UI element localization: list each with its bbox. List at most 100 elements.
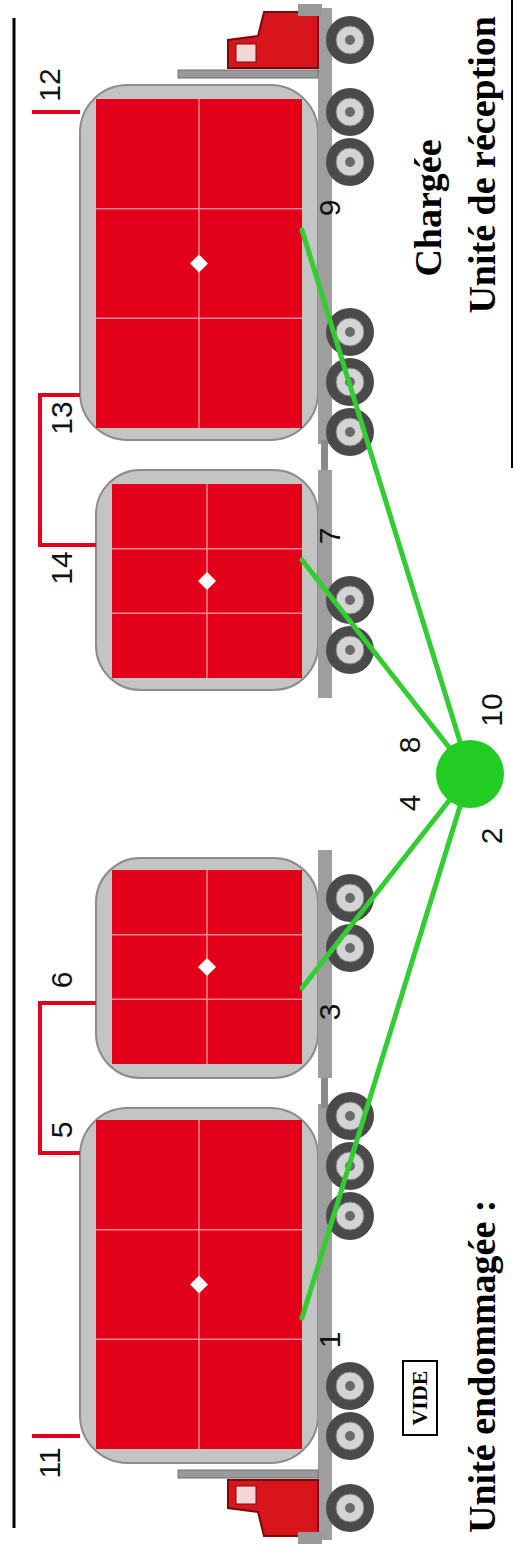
unit-label: Unité de réception	[463, 16, 501, 314]
label-text: Unité de réception	[463, 16, 501, 314]
exhaust-stack	[178, 70, 318, 78]
exhaust-stack	[178, 1470, 318, 1478]
cab-window	[236, 44, 256, 62]
wheel-center	[345, 327, 355, 337]
valve-line	[40, 395, 96, 545]
hose-line	[302, 774, 470, 988]
label-text: 13	[47, 401, 77, 434]
wheel-hub	[336, 98, 364, 126]
base-line	[511, 0, 513, 468]
callout-number: 14	[47, 551, 77, 584]
cab-window	[236, 1486, 256, 1504]
callout-number: 8	[395, 737, 425, 754]
tank-divider	[112, 934, 302, 936]
hitch	[321, 440, 328, 472]
receiving-unit	[32, 4, 374, 698]
reference-line	[13, 18, 16, 1528]
tank-divider	[112, 999, 302, 1001]
wheel-hub	[336, 148, 364, 176]
valve-line	[32, 110, 80, 114]
tank-divider	[112, 613, 302, 615]
hose-line	[302, 774, 470, 1318]
label-text: 1	[315, 1332, 345, 1349]
tank-divider	[96, 318, 302, 320]
wheel	[326, 1362, 374, 1410]
wheel-hub	[336, 1494, 364, 1522]
damaged-unit	[32, 850, 374, 1544]
wheel-center	[345, 1503, 355, 1513]
hazard-diamond	[198, 958, 216, 976]
label-text: 10	[477, 693, 507, 726]
wheel	[326, 16, 374, 64]
label-text: 12	[35, 68, 65, 101]
wheel	[326, 626, 374, 674]
tank-band	[96, 1120, 302, 1449]
label-text: 4	[395, 795, 425, 812]
wheel-hub	[336, 26, 364, 54]
label-text: 6	[47, 972, 77, 989]
callout-number: 3	[315, 1004, 345, 1021]
status-text: VIDE	[409, 1371, 431, 1426]
wheel-hub	[336, 1202, 364, 1230]
hose-line	[302, 560, 470, 774]
hitch	[321, 1076, 328, 1108]
tank-band	[96, 99, 302, 428]
wheel-center	[345, 107, 355, 117]
label-text: 3	[315, 1004, 345, 1021]
wheel-hub	[336, 884, 364, 912]
label-text: 8	[395, 737, 425, 754]
truck-cab	[228, 1480, 318, 1536]
wheel-hub	[336, 1372, 364, 1400]
callout-number: 13	[47, 401, 77, 434]
wheel-center	[345, 645, 355, 655]
label-text: 14	[47, 551, 77, 584]
callout-number: 6	[47, 972, 77, 989]
label-text: 11	[35, 1447, 65, 1478]
callout-number: 10	[477, 693, 507, 726]
tank-shell	[96, 858, 318, 1078]
valve-line	[32, 1434, 80, 1438]
wheel-center	[345, 427, 355, 437]
callout-number: 12	[35, 68, 65, 101]
tank-band	[112, 870, 302, 1064]
wheel-center	[345, 1111, 355, 1121]
tank-divider	[96, 208, 302, 210]
hose-line	[302, 230, 470, 774]
callout-number: 1	[315, 1332, 345, 1349]
status-box: VIDE	[402, 1361, 438, 1436]
truck-cab	[228, 12, 318, 68]
callout-number: 7	[315, 528, 345, 545]
wheel-center	[345, 595, 355, 605]
callout-number: 2	[477, 828, 507, 845]
pump-circle	[436, 740, 504, 808]
label-text: 5	[47, 1122, 77, 1139]
label-text: 2	[477, 828, 507, 845]
wheel	[326, 88, 374, 136]
valve-line	[40, 1003, 96, 1153]
label-text: Chargée	[409, 139, 447, 276]
callout-number: 11	[35, 1447, 65, 1478]
wheel-center	[345, 893, 355, 903]
wheel-center	[345, 943, 355, 953]
bumper	[298, 1532, 322, 1544]
wheel	[326, 1484, 374, 1532]
tank-divider	[96, 1339, 302, 1341]
tank-shell	[80, 85, 318, 440]
hazard-diamond	[190, 1276, 208, 1294]
callout-number: 4	[395, 795, 425, 812]
label-text: 7	[315, 528, 345, 545]
unit-label: Unité endommagée :	[463, 1200, 501, 1533]
wheel-hub	[336, 636, 364, 664]
callout-number: 9	[315, 200, 345, 217]
wheel-center	[345, 1211, 355, 1221]
wheel	[326, 138, 374, 186]
hazard-diamond	[190, 255, 208, 273]
wheel	[326, 874, 374, 922]
label-text: Unité endommagée :	[463, 1200, 501, 1533]
unit-label: Chargée	[409, 139, 447, 276]
tank-shell	[96, 470, 318, 690]
tank-divider	[96, 1229, 302, 1231]
bumper	[298, 4, 322, 16]
wheel-center	[345, 35, 355, 45]
